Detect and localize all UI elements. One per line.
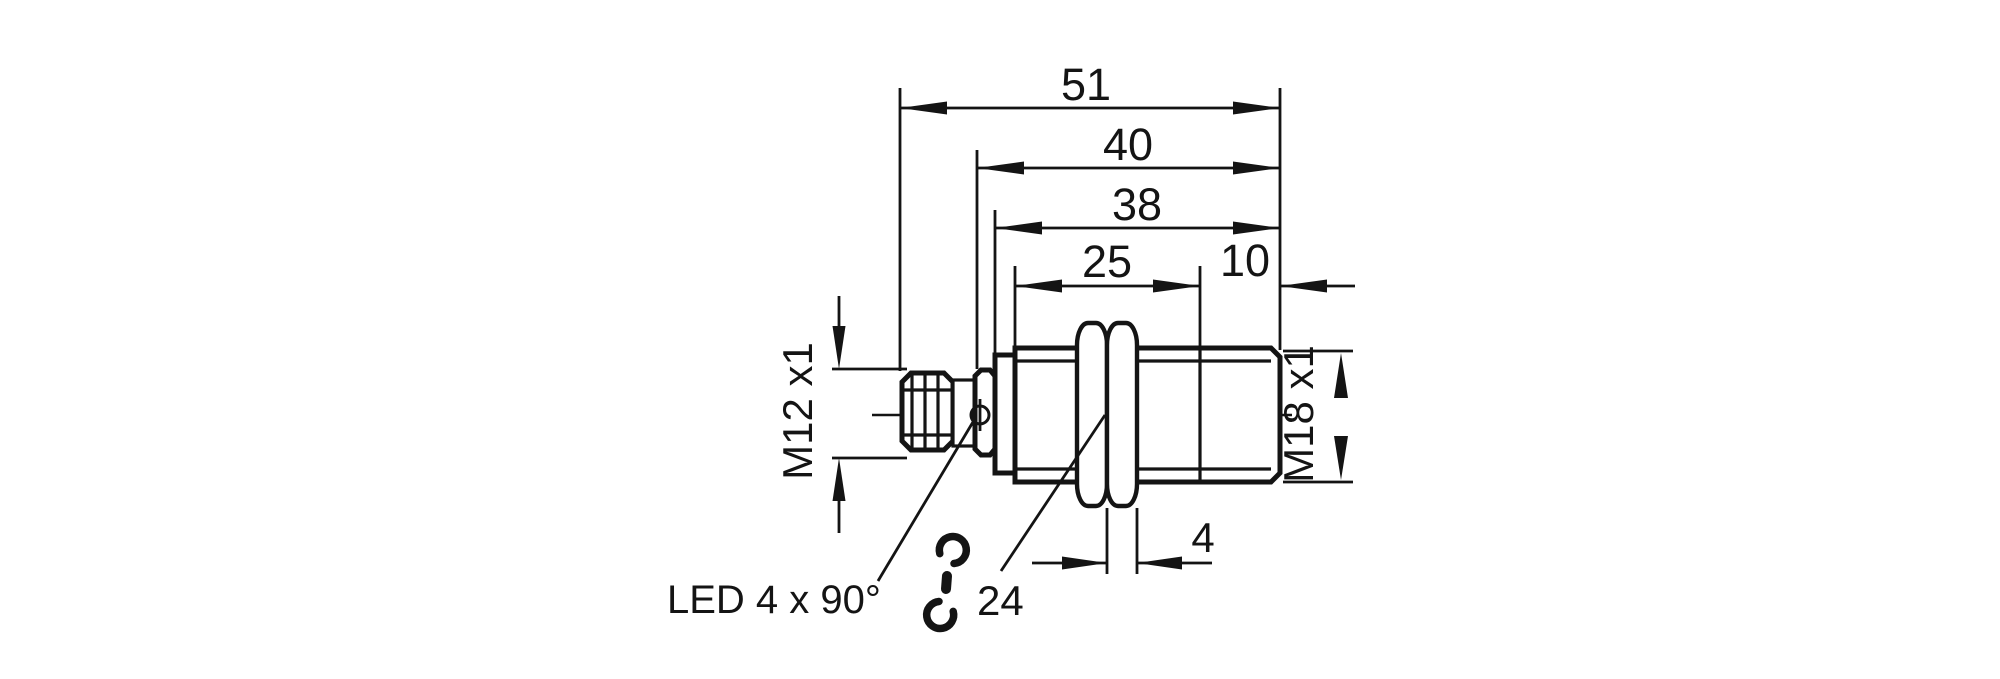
arrowhead-51-right xyxy=(1233,101,1280,115)
arrowhead-25-right xyxy=(1153,279,1200,293)
thread-label-m12: M12 x1 xyxy=(774,342,821,480)
led-note-label: LED 4 x 90° xyxy=(667,578,881,622)
arrowhead-40-right xyxy=(1233,161,1280,175)
wrench-leader-line xyxy=(999,414,1107,572)
dim-label-51: 51 xyxy=(1061,59,1111,110)
m12-arrowhead-top xyxy=(832,326,846,369)
arrowhead-4-right xyxy=(1137,556,1182,570)
wrench-icon xyxy=(922,532,971,633)
wrench-size-label: 24 xyxy=(977,577,1024,624)
arrowhead-38-left xyxy=(995,221,1042,235)
led-leader-line xyxy=(876,421,975,582)
arrowhead-25-left xyxy=(1015,279,1062,293)
sensor-barrel xyxy=(1012,345,1283,485)
dim-label-4: 4 xyxy=(1191,514,1214,561)
lock-nut-1 xyxy=(1074,320,1110,509)
dim-label-10: 10 xyxy=(1220,235,1270,286)
m12-arrowhead-bottom xyxy=(832,458,846,501)
arrowhead-4-left xyxy=(1062,556,1107,570)
connector-flange xyxy=(972,367,998,458)
connector-sleeve xyxy=(899,370,956,453)
thread-label-m18: M18 x1 xyxy=(1275,345,1322,483)
housing-rear-section xyxy=(992,352,1018,476)
lock-nut-2 xyxy=(1104,320,1140,509)
m18-arrowhead-bottom xyxy=(1334,436,1348,480)
dim-label-38: 38 xyxy=(1112,179,1162,230)
arrowhead-10 xyxy=(1280,279,1327,293)
dim-label-25: 25 xyxy=(1082,236,1132,287)
dim-label-40: 40 xyxy=(1103,119,1153,170)
arrowhead-40-left xyxy=(977,161,1024,175)
arrowhead-38-right xyxy=(1233,221,1280,235)
m18-arrowhead-top xyxy=(1334,353,1348,398)
arrowhead-51-left xyxy=(900,101,947,115)
